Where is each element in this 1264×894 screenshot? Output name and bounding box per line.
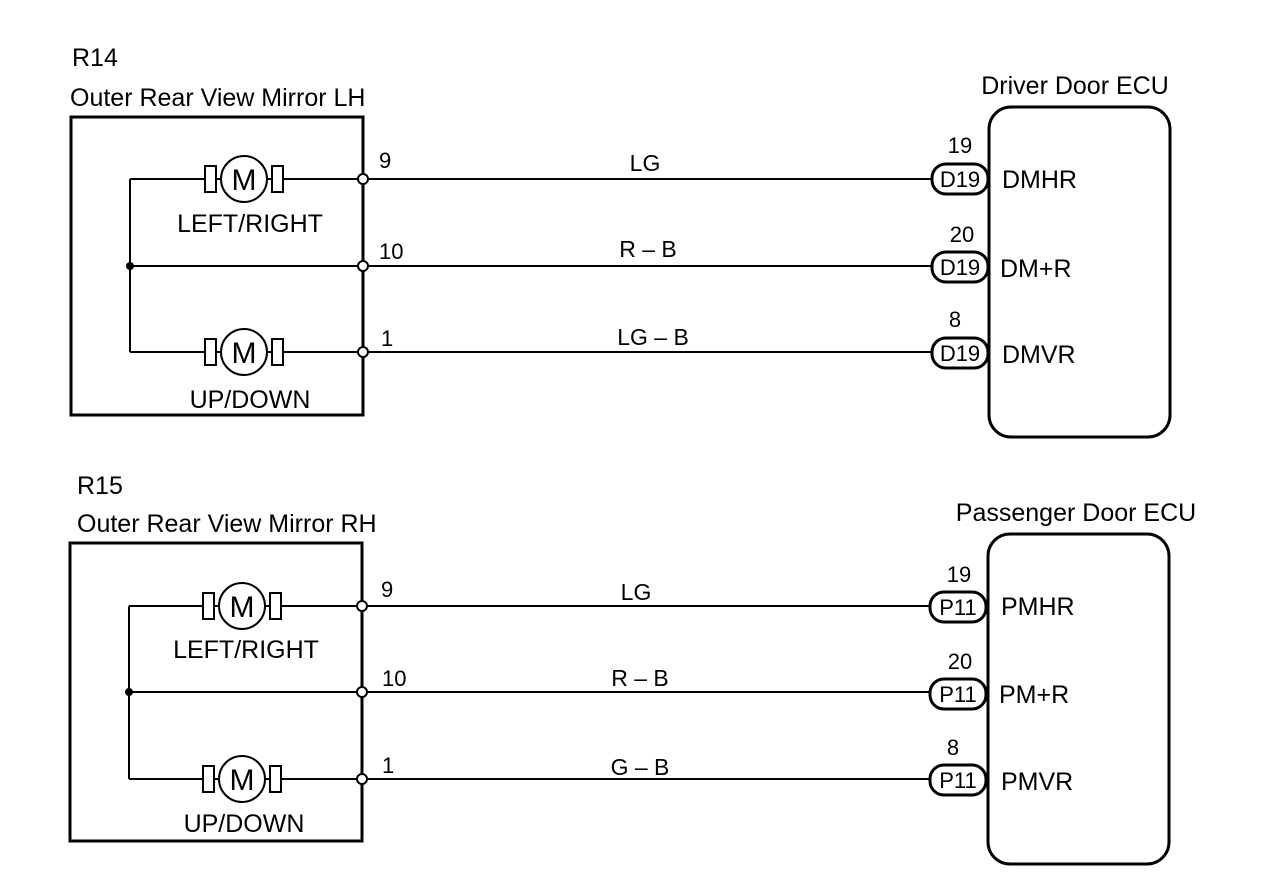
ecu-box	[986, 532, 1171, 866]
connector-code: D19	[940, 255, 980, 280]
motor-terminal	[269, 592, 282, 620]
ecu-title: Driver Door ECU	[981, 72, 1169, 100]
motor-terminal	[269, 765, 282, 793]
ecu-signal: DM+R	[1000, 255, 1072, 283]
motor-left-right: M	[202, 582, 282, 630]
diagram-lh: R14 Outer Rear View Mirror LH M LEFT/RIG…	[69, 44, 1172, 439]
wire-color: LG	[621, 579, 652, 605]
ecu-signal: DMVR	[1002, 341, 1076, 369]
wire-color: R – B	[611, 665, 669, 691]
pin-terminal	[356, 686, 368, 698]
ecu-pin-number: 8	[947, 735, 959, 760]
pin-terminal	[356, 773, 368, 785]
connector-id: R15	[77, 472, 123, 500]
motor-terminal	[202, 765, 215, 793]
ecu-title: Passenger Door ECU	[956, 499, 1196, 527]
pin-terminal	[357, 260, 369, 272]
wire-row: 1 LG – B 8 D19 DMVR	[357, 307, 1076, 370]
connector-code: D19	[940, 341, 980, 366]
connector-capsule	[928, 763, 988, 797]
wire-row: 1 G – B 8 P11 PMVR	[356, 735, 1073, 797]
wire-color: G – B	[611, 754, 670, 780]
connector-id: R14	[72, 44, 118, 72]
motor-up-down: M	[202, 755, 282, 803]
wire-row: 10 R – B 20 P11 PM+R	[356, 649, 1069, 711]
motor-left-right: M	[204, 155, 284, 203]
motor-symbol: M	[232, 337, 257, 370]
component-title: Outer Rear View Mirror LH	[70, 84, 365, 112]
connector-code: P11	[939, 682, 977, 707]
motor-label: UP/DOWN	[184, 810, 305, 838]
connector-code: D19	[940, 167, 980, 192]
pin-number: 10	[379, 239, 403, 264]
connector-code: P11	[939, 768, 977, 793]
motor-label: LEFT/RIGHT	[177, 210, 323, 238]
wire-color: LG	[630, 150, 661, 176]
motor-symbol: M	[232, 164, 257, 197]
motor-up-down: M	[204, 328, 284, 376]
pin-terminal	[357, 346, 369, 358]
wire-color: R – B	[619, 236, 677, 262]
wire-color: LG – B	[617, 324, 689, 350]
pin-number: 1	[381, 326, 393, 351]
ecu-pin-number: 19	[947, 562, 971, 587]
ecu-signal: DMHR	[1002, 166, 1077, 194]
motor-symbol: M	[230, 764, 255, 797]
component-title: Outer Rear View Mirror RH	[77, 510, 377, 538]
pin-terminal	[357, 173, 369, 185]
motor-symbol: M	[230, 591, 255, 624]
motor-terminal	[202, 592, 215, 620]
motor-label: UP/DOWN	[190, 386, 311, 414]
ecu-pin-number: 20	[948, 649, 972, 674]
wire-row: 10 R – B 20 D19 DM+R	[357, 222, 1072, 284]
motor-terminal	[204, 165, 217, 193]
ecu-signal: PM+R	[999, 681, 1069, 709]
motor-label: LEFT/RIGHT	[173, 636, 319, 664]
wire-row: 9 LG 19 P11 PMHR	[356, 562, 1075, 624]
pin-number: 1	[382, 753, 394, 778]
ecu-pin-number: 8	[949, 307, 961, 332]
pin-terminal	[356, 600, 368, 612]
connector-capsule	[928, 677, 988, 711]
ecu-signal: PMVR	[1001, 768, 1073, 796]
pin-number: 9	[379, 148, 391, 173]
wire-row: 9 LG 19 D19 DMHR	[357, 133, 1077, 196]
connector-capsule	[928, 590, 988, 624]
connector-code: P11	[939, 595, 977, 620]
diagram-rh: R15 Outer Rear View Mirror RH M LEFT/RIG…	[68, 472, 1196, 866]
motor-terminal	[271, 165, 284, 193]
ecu-pin-number: 19	[948, 133, 972, 158]
motor-terminal	[204, 338, 217, 366]
pin-number: 9	[381, 577, 393, 602]
motor-terminal	[271, 338, 284, 366]
pin-number: 10	[382, 666, 406, 691]
ecu-pin-number: 20	[950, 222, 974, 247]
ecu-box	[987, 105, 1172, 439]
ecu-signal: PMHR	[1001, 593, 1075, 621]
